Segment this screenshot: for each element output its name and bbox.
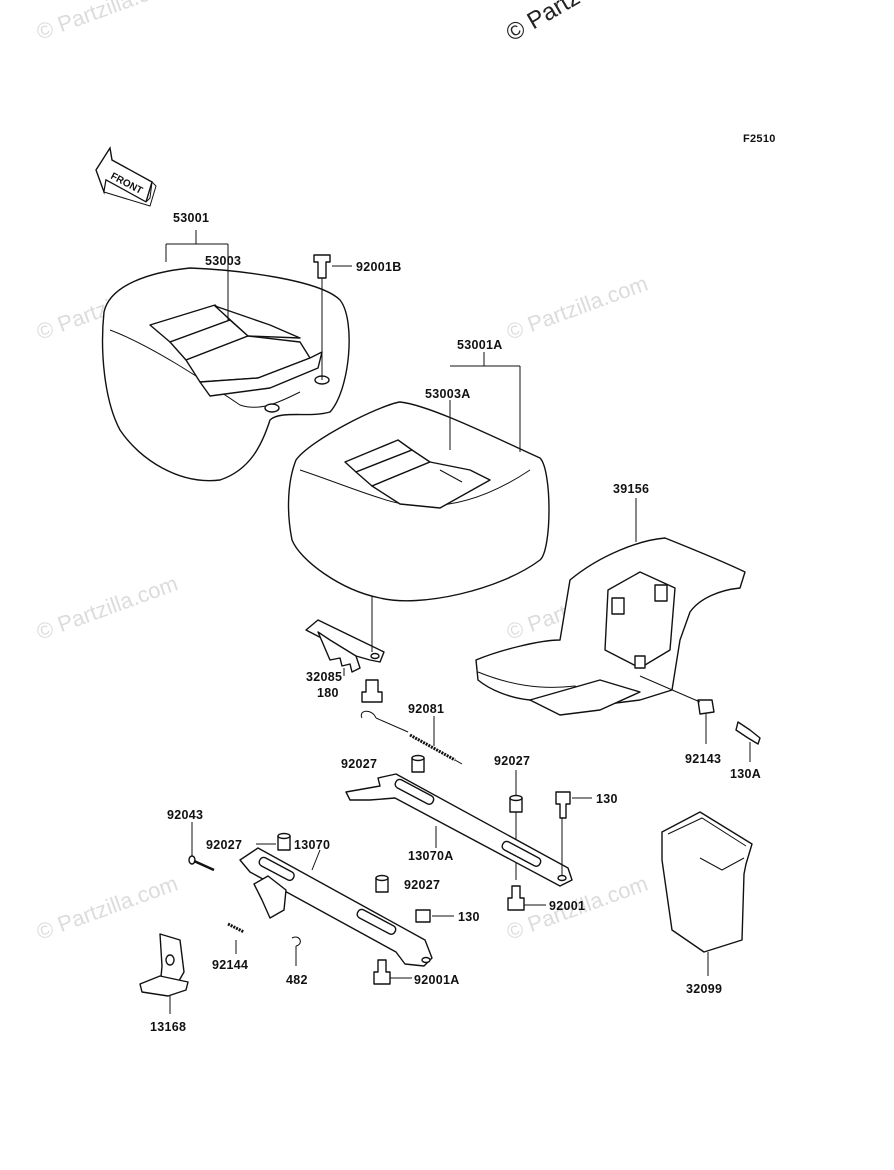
leader-lines [165, 230, 637, 542]
watermark: © Partzilla.com [33, 0, 181, 45]
label-92081: 92081 [408, 702, 444, 716]
label-53001a: 53001A [457, 338, 503, 352]
spring-92144 [227, 922, 245, 954]
bolt-92143 [639, 675, 715, 744]
bolt-92001a [373, 959, 412, 985]
front-seat [287, 401, 550, 602]
holder-32099 [661, 811, 753, 976]
label-482: 482 [286, 973, 308, 987]
label-13070a: 13070A [408, 849, 454, 863]
copyright-mark: © Partz [502, 0, 585, 47]
bolt-130-upper [555, 791, 592, 876]
bolt-180 [361, 679, 383, 703]
label-130a: 130A [730, 767, 761, 781]
diagram-code: F2510 [743, 133, 776, 145]
label-13070: 13070 [294, 838, 330, 852]
bracket-13168 [139, 933, 189, 1014]
label-130-lower: 130 [458, 910, 480, 924]
label-53003a: 53003A [425, 387, 471, 401]
label-92001: 92001 [549, 899, 585, 913]
bolt-130-lower [415, 909, 454, 923]
label-92043: 92043 [167, 808, 203, 822]
link-13070 [239, 843, 433, 967]
front-arrow-icon: FRONT [95, 146, 157, 207]
collar-92027-d [375, 874, 389, 893]
label-13168: 13168 [150, 1020, 186, 1034]
watermark: © Partzilla.com [503, 271, 651, 345]
watermark: © Partzilla.com [33, 571, 181, 645]
label-180: 180 [317, 686, 339, 700]
spring-92081 [360, 710, 463, 765]
label-92027-d: 92027 [404, 878, 440, 892]
label-92027-b: 92027 [494, 754, 530, 768]
label-53003: 53003 [205, 254, 241, 268]
bolt-92001 [507, 885, 546, 911]
label-92144: 92144 [212, 958, 248, 972]
label-53001: 53001 [173, 211, 209, 225]
label-92001b: 92001B [356, 260, 402, 274]
collar-92027-a [411, 754, 425, 773]
link-13070a [345, 773, 573, 887]
label-92027-a: 92027 [341, 757, 377, 771]
watermark: © Partzilla.com [33, 871, 181, 945]
bracket-32085 [305, 596, 385, 676]
label-92001a: 92001A [414, 973, 460, 987]
part-labels: 53001 53003 92001B 53001A 53003A 39156 3… [150, 211, 761, 1034]
label-130-upper: 130 [596, 792, 618, 806]
bolt-92001b [313, 254, 352, 380]
carrier-box [475, 537, 746, 716]
collar-92027-c [277, 832, 291, 851]
label-39156: 39156 [613, 482, 649, 496]
bolt-130a [735, 721, 761, 762]
label-92143: 92143 [685, 752, 721, 766]
rear-seat [101, 267, 350, 482]
pin-92043 [188, 822, 215, 872]
label-92027-c: 92027 [206, 838, 242, 852]
label-32099: 32099 [686, 982, 722, 996]
clip-482 [291, 936, 301, 966]
label-32085: 32085 [306, 670, 342, 684]
